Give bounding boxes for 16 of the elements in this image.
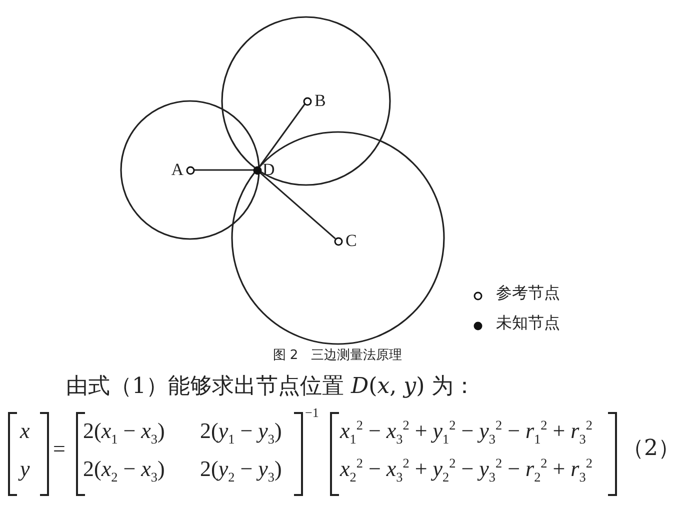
legend-text: 未知节点: [496, 312, 560, 334]
exponent: −1: [305, 404, 319, 422]
connector-line: [194, 169, 254, 171]
matrix-entry: 2(x$_{1}$ − x$_{3}$): [83, 418, 165, 444]
matrix-entry: 2(y$_{2}$ − y$_{3}$): [200, 456, 282, 482]
matrix-entry: 2(x$_{2}$ − x$_{3}$): [83, 456, 165, 482]
equation-number: （2）: [622, 436, 675, 462]
equals-sign: =: [53, 436, 66, 462]
matrix-entry: y: [20, 456, 30, 482]
connector-line: [258, 103, 306, 168]
matrix-entry: 2(y$_{1}$ − y$_{3}$): [200, 418, 282, 444]
legend-text: 参考节点: [496, 282, 560, 304]
connector-line: [259, 172, 336, 240]
matrix-entry: x: [20, 418, 30, 444]
body-text: 由式（1）能够求出节点位置 D(x, y) 为：: [66, 374, 476, 400]
figure-caption: 图 2 三边测量法原理: [272, 347, 404, 365]
